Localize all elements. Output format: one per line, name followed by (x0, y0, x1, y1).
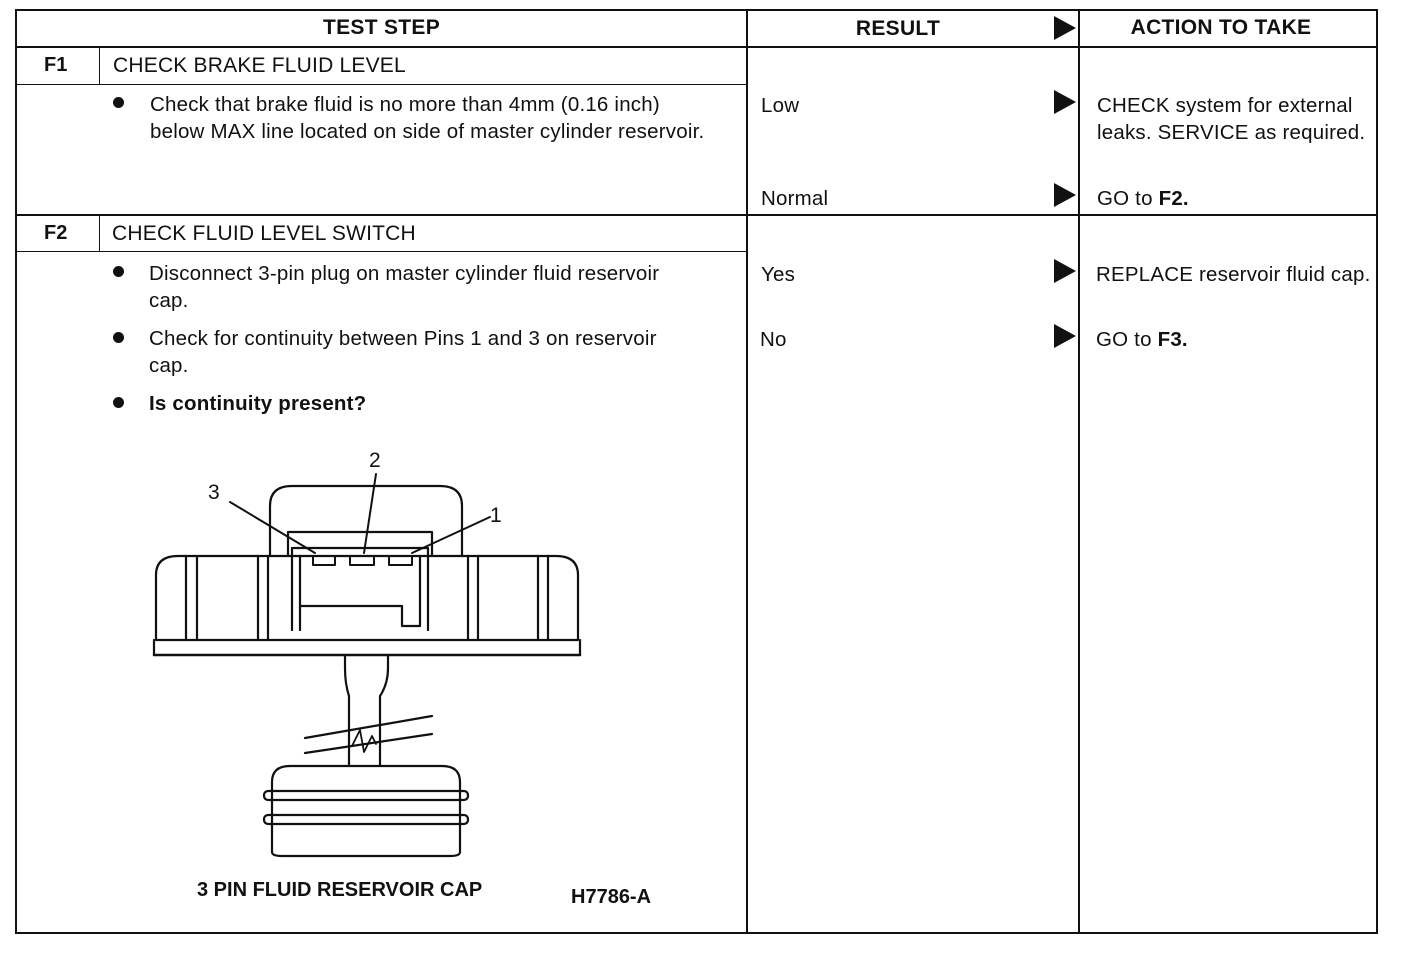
result-normal: Normal (761, 187, 829, 210)
action-normal: GO to F2. (1097, 187, 1189, 210)
f2-bullet-text-3: Is continuity present? (149, 392, 367, 415)
result-low: Low (761, 94, 800, 117)
figure-id: H7786-A (571, 886, 652, 908)
column-divider-result (746, 9, 748, 934)
column-divider-action (1078, 9, 1080, 934)
result-yes: Yes (761, 263, 796, 286)
step-code-f1: F1 (44, 54, 68, 76)
header-action-to-take: ACTION TO TAKE (1130, 16, 1312, 39)
f2-code-divider (99, 215, 100, 252)
step-code-f2: F2 (44, 222, 68, 244)
f2-bullet-text-2: Check for continuity between Pins 1 and … (149, 327, 657, 377)
table-border-right (1376, 9, 1378, 934)
result-arrow-icon (1054, 259, 1076, 283)
action-normal-target: F2. (1158, 187, 1189, 210)
table-border-bottom (15, 932, 1378, 934)
header-test-step: TEST STEP (322, 16, 441, 39)
result-arrow-icon (1054, 90, 1076, 114)
action-no: GO to F3. (1096, 328, 1188, 351)
bullet-icon (113, 97, 124, 108)
result-arrow-icon (1054, 183, 1076, 207)
action-no-target: F3. (1157, 328, 1188, 351)
f2-title-divider (15, 251, 748, 252)
f1-bullet-text: Check that brake fluid is no more than 4… (150, 93, 705, 143)
f1-code-divider (99, 47, 100, 85)
section-divider-f1-f2 (15, 214, 1378, 216)
result-arrow-icon (1054, 324, 1076, 348)
table-border-left (15, 9, 17, 934)
bullet-icon (113, 332, 124, 343)
pin-label-1: 1 (490, 504, 502, 527)
f1-title-divider (15, 84, 748, 85)
action-yes: REPLACE reservoir fluid cap. (1096, 263, 1371, 286)
header-divider (15, 46, 1378, 48)
bullet-icon (113, 266, 124, 277)
figure-caption: 3 PIN FLUID RESERVOIR CAP (197, 879, 483, 901)
result-no: No (760, 328, 787, 351)
f2-bullet-text-1: Disconnect 3-pin plug on master cylinder… (149, 262, 660, 312)
bullet-icon (113, 397, 124, 408)
table-border-top (15, 9, 1378, 11)
pin-label-3: 3 (208, 481, 220, 504)
pin-label-2: 2 (369, 449, 381, 472)
action-low: CHECK system for external leaks. SERVICE… (1097, 94, 1366, 144)
step-title-f1: CHECK BRAKE FLUID LEVEL (113, 54, 406, 77)
header-arrow-icon (1054, 16, 1076, 40)
header-result: RESULT (855, 17, 941, 40)
step-title-f2: CHECK FLUID LEVEL SWITCH (112, 222, 416, 245)
